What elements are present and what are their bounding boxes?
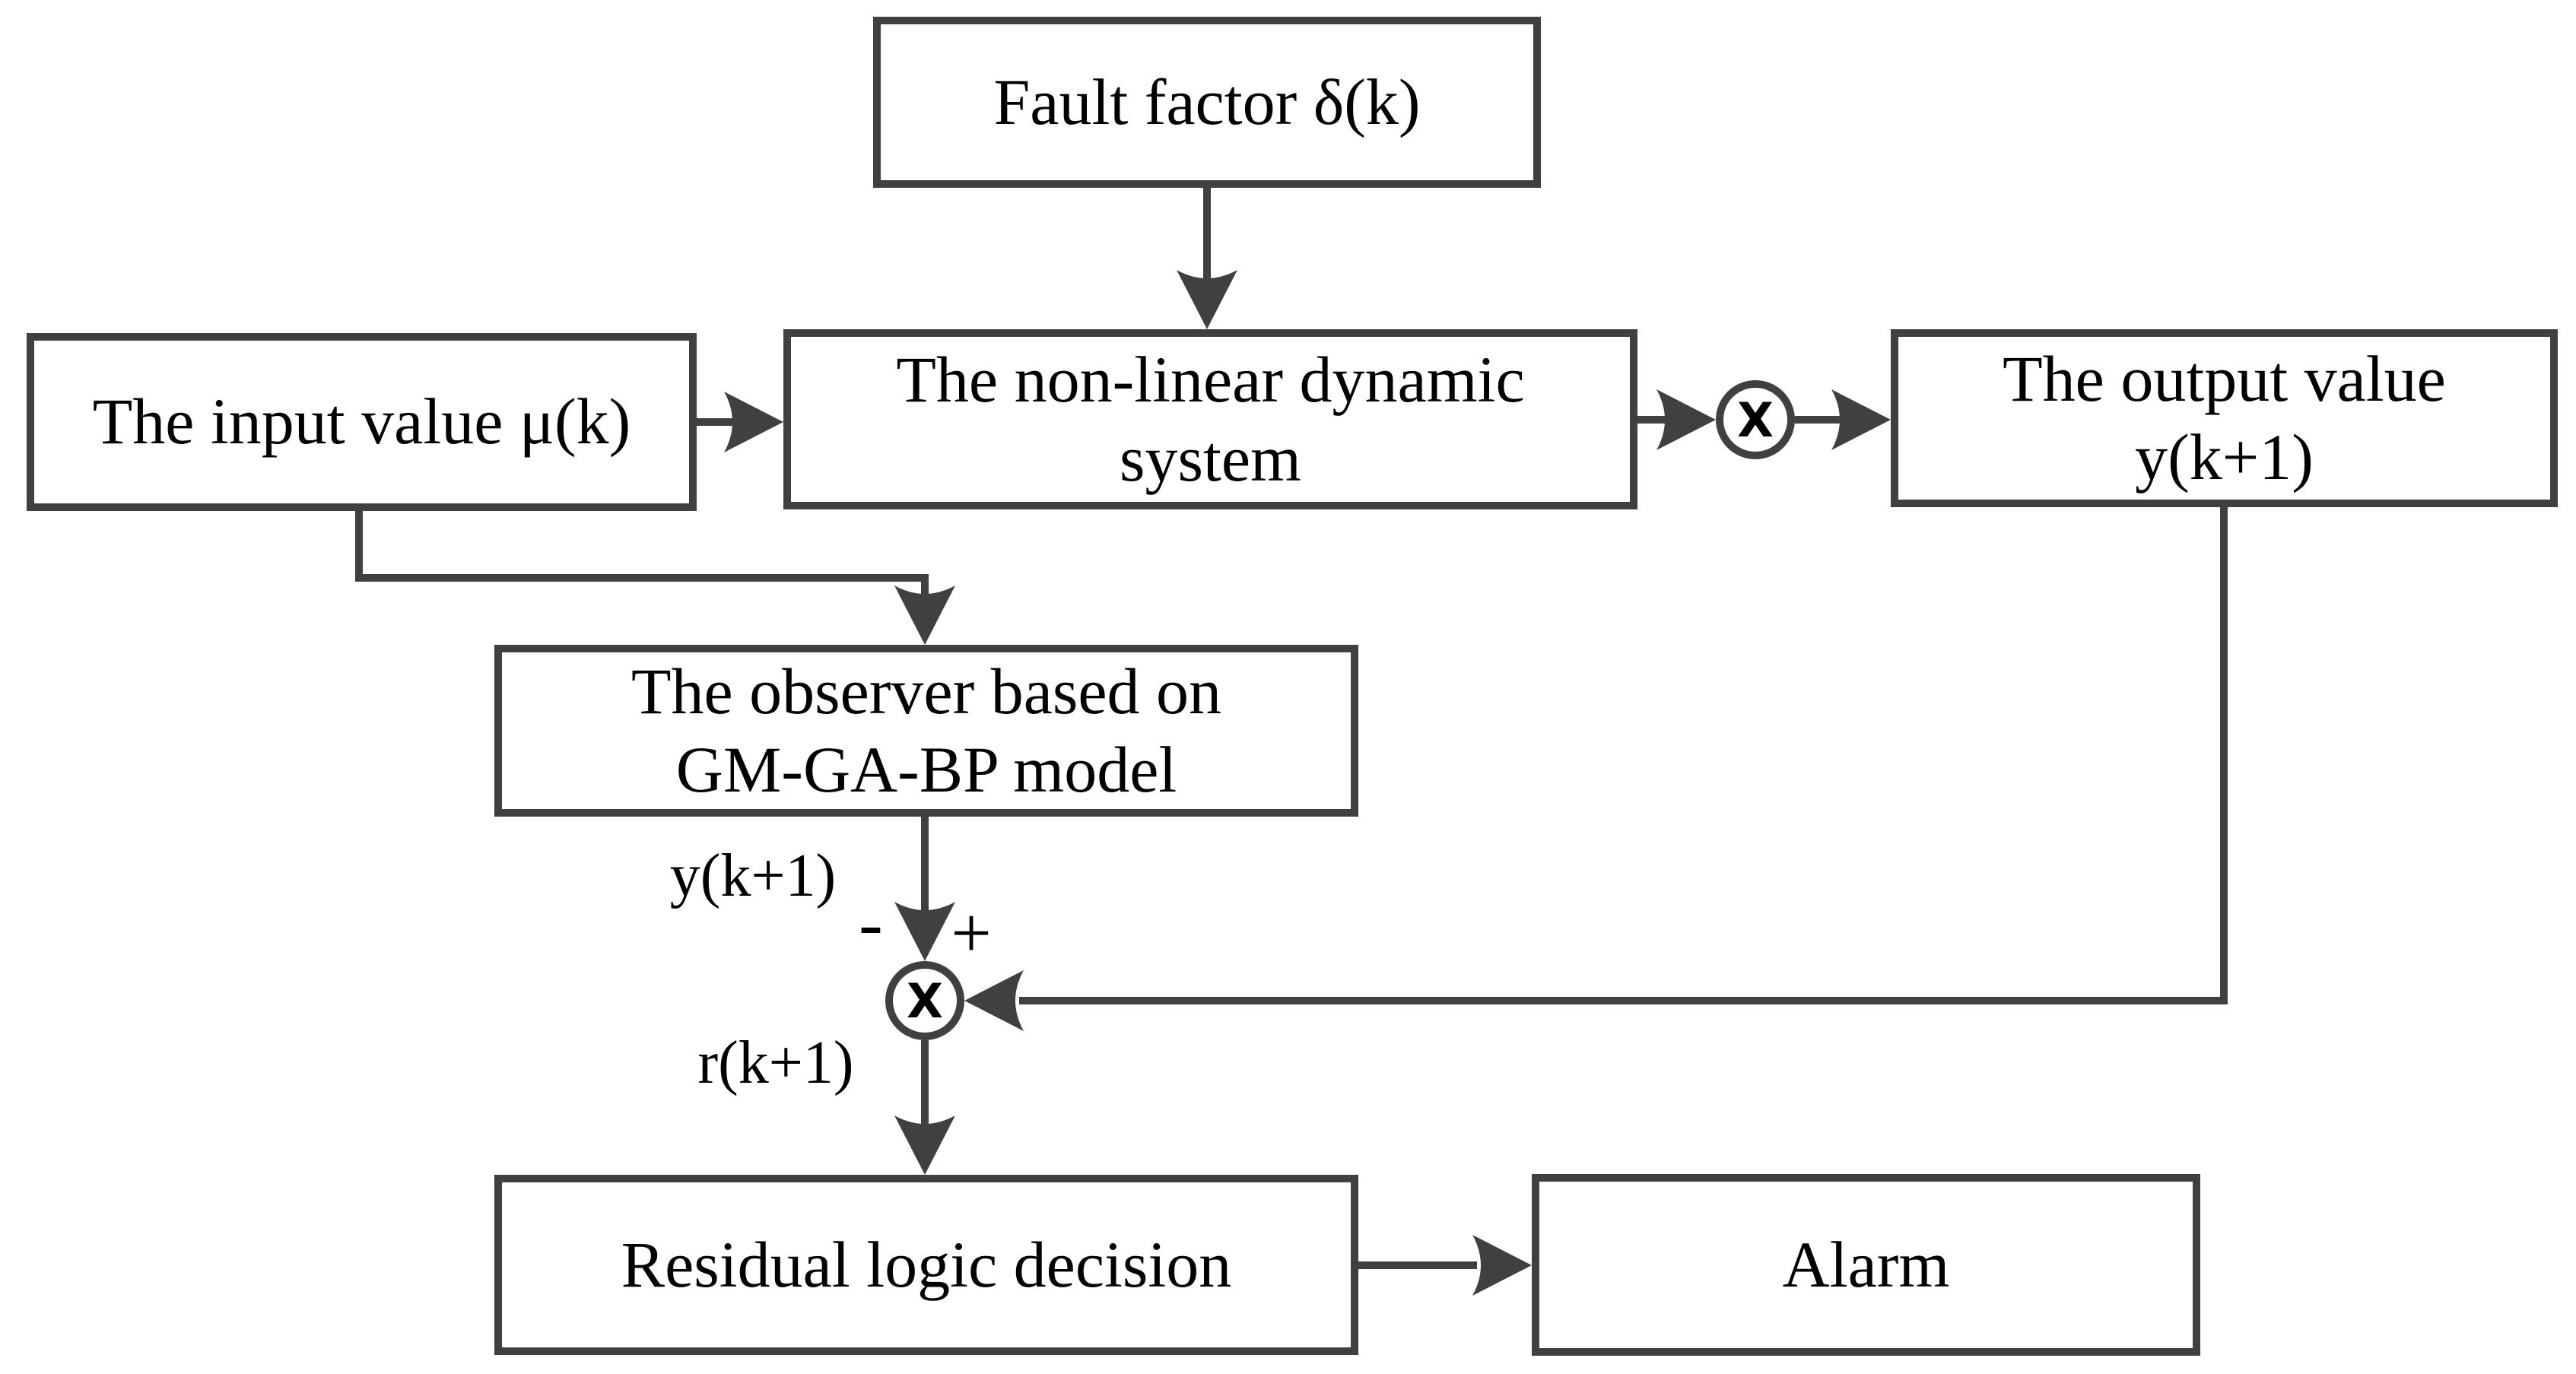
multiplier-junction: X [1716,380,1795,459]
fault-factor-box: Fault factor δ(k) [873,17,1541,188]
residual-decision-label: Residual logic decision [621,1227,1232,1301]
observer-box: The observer based on GM-GA-BP model [494,645,1358,817]
minus-sign: - [859,883,883,963]
estimated-output-label: y(k+1) [669,842,837,909]
connector-input-to-system [697,392,783,452]
multiplier-x-icon: X [1737,392,1774,448]
connector-residual-to-alarm [1358,1235,1532,1296]
output-value-label-line2: y(k+1) [2135,420,2314,493]
observer-label-line1: The observer based on [631,654,1222,728]
observer-label-line2: GM-GA-BP model [675,733,1177,806]
output-value-box: The output value y(k+1) [1891,329,2558,507]
input-value-box: The input value μ(k) [27,333,697,511]
comparator-x-icon: X [907,973,943,1029]
residual-decision-box: Residual logic decision [494,1175,1358,1355]
alarm-box: Alarm [1532,1174,2200,1356]
connector-output-to-comparator [964,507,2228,1031]
connector-fault-to-system [1177,188,1237,329]
connector-input-to-observer [355,511,955,645]
fault-factor-label: Fault factor δ(k) [993,65,1421,138]
connector-system-to-multiplier [1637,389,1716,450]
connector-multiplier-to-output [1795,389,1891,450]
nonlinear-system-label-line1: The non-linear dynamic [896,343,1525,417]
nonlinear-system-box: The non-linear dynamic system [783,329,1637,509]
input-value-label: The input value μ(k) [92,385,631,459]
output-value-label-line1: The output value [2003,341,2446,415]
connector-observer-to-comparator [894,817,955,961]
connector-comparator-to-residual [894,1040,955,1175]
alarm-label: Alarm [1782,1227,1950,1301]
plus-sign: + [951,893,992,973]
comparator-junction: X [885,961,964,1040]
residual-signal-label: r(k+1) [697,1030,854,1096]
nonlinear-system-label-line2: system [1120,421,1301,495]
